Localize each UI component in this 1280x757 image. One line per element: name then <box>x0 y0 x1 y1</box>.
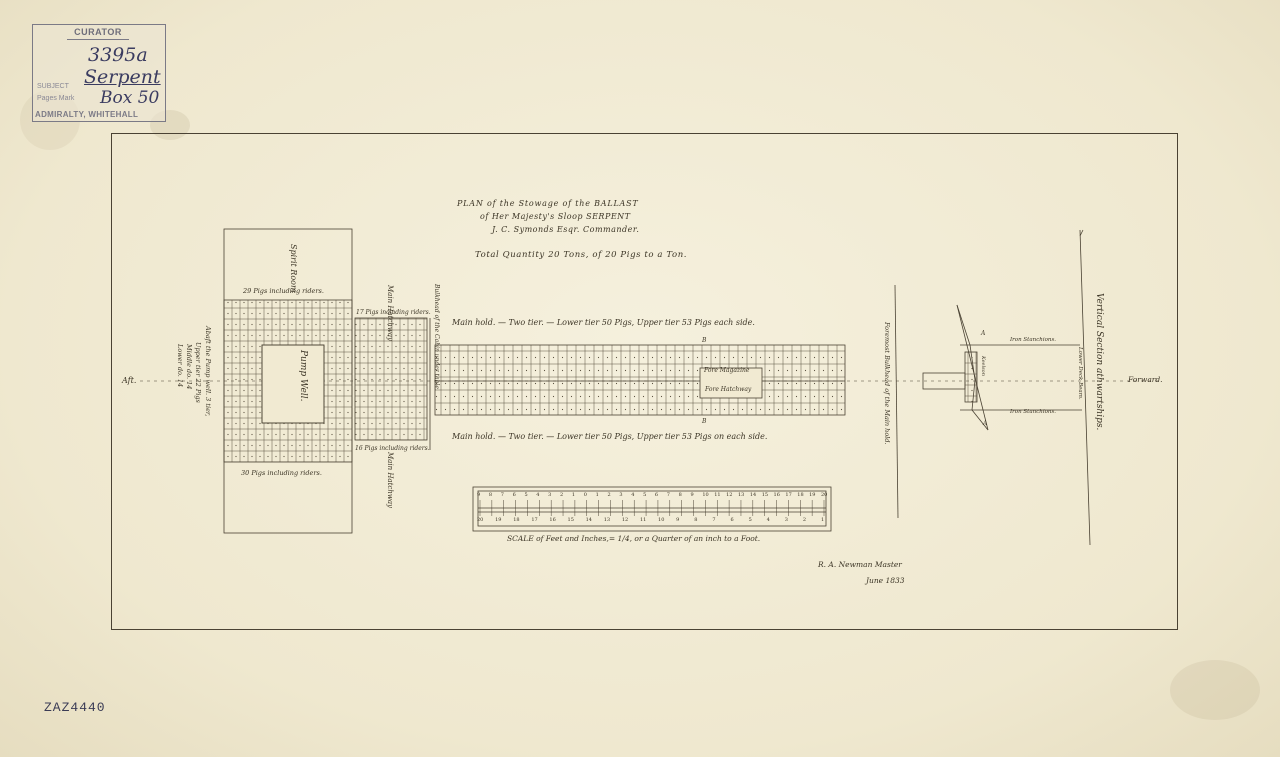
scale-top-number: 8 <box>678 492 682 498</box>
pigs-16-label: 16 Pigs including riders. <box>355 445 430 452</box>
paper-stain <box>1170 660 1260 720</box>
mark-b-main: B <box>702 418 707 425</box>
pigs-29-label: 29 Pigs including riders. <box>243 287 324 295</box>
scale-bottom-number: 8 <box>694 517 698 523</box>
scale-top-number: 9 <box>690 492 694 498</box>
scale-top-number: 9 <box>477 492 481 498</box>
scale-top-number: 16 <box>773 492 780 498</box>
scale-top-number: 20 <box>821 492 828 498</box>
aft-label: Aft. <box>122 376 137 385</box>
master-signature: R. A. Newman Master <box>818 560 902 569</box>
mark-a-top: A <box>981 330 986 337</box>
stamp-subject-label: SUBJECT <box>37 83 69 90</box>
plan-title: PLAN of the Stowage of the BALLAST <box>457 199 639 208</box>
stamp-header: CURATOR <box>67 25 129 40</box>
scale-bottom-number: 6 <box>730 517 734 523</box>
iron-stanchions-top-label: Iron Stanchions. <box>1010 337 1057 343</box>
iron-stanchions-bottom-label: Iron Stanchions. <box>1010 409 1057 415</box>
scale-top-number: 11 <box>714 492 721 498</box>
scale-top-number: 4 <box>631 492 635 498</box>
scale-top-number: 5 <box>643 492 647 498</box>
scale-top-number: 1 <box>571 492 576 498</box>
scale-bottom-number: 13 <box>603 517 611 523</box>
scale-top-number: 2 <box>607 492 611 498</box>
commander-line: J. C. Symonds Esqr. Commander. <box>492 225 640 234</box>
lower-tier-label: Lower do. 14 <box>176 344 184 388</box>
scale-bottom-number: 4 <box>766 517 770 523</box>
drawing-border <box>111 133 1178 630</box>
scale-bottom-number: 9 <box>676 517 680 523</box>
scale-top-number: 5 <box>524 492 528 498</box>
stamp-pages-label: Pages Mark <box>37 95 75 102</box>
scale-top-number: 6 <box>512 492 516 498</box>
scale-bottom-number: 20 <box>477 517 484 523</box>
main-hold-top-label: Main hold. — Two tier. — Lower tier 50 P… <box>452 318 755 327</box>
main-hatchway-top-label: Main Hatchway <box>386 285 394 341</box>
scale-bottom-number: 11 <box>639 517 647 523</box>
scale-bottom-number: 16 <box>549 517 556 523</box>
scale-bottom-number: 12 <box>621 517 629 523</box>
fore-magazine-label: Fore Magazine <box>704 367 750 374</box>
pump-well-label: Pump Well. <box>298 350 308 402</box>
scale-bottom-number: 17 <box>531 517 538 523</box>
scale-bottom-number: 14 <box>585 517 592 523</box>
scale-top-number: 7 <box>666 492 670 498</box>
scale-top-number: 18 <box>797 492 804 498</box>
scale-top-number: 15 <box>761 492 769 498</box>
abaft-pump-label: Abaft the Pump well. 3 tier, <box>204 326 212 417</box>
plan-subtitle: of Her Majesty's Sloop SERPENT <box>480 212 631 221</box>
keelson-label: Keelson <box>980 356 986 376</box>
spirit-room-label: Spirit Room <box>289 244 298 293</box>
scale-top-number: 6 <box>654 492 659 498</box>
stamp-number: 3395a <box>88 44 148 66</box>
upper-tier-label: Upper tier 22 Pigs <box>194 342 202 403</box>
scale-top-number: 3 <box>619 492 623 498</box>
scale-top-number: 7 <box>500 492 504 498</box>
scale-top-number: 10 <box>702 492 709 498</box>
mark-a-bottom: A <box>983 420 988 427</box>
scale-bottom-number: 10 <box>658 517 665 523</box>
date-label: June 1833 <box>866 576 905 585</box>
scale-top-number: 4 <box>536 492 540 498</box>
scale-bottom-number: 2 <box>802 517 807 523</box>
fore-bulkhead-label: Foremost Bulkhead of the Main hold. <box>883 322 891 445</box>
catalogue-reference: ZAZ4440 <box>44 700 106 715</box>
scale-top-number: 17 <box>785 492 792 498</box>
forward-label: Forward. <box>1128 375 1163 384</box>
middle-tier-label: Middle do. 14 <box>185 344 193 390</box>
scale-top-number: 1 <box>595 492 599 498</box>
stamp-box: Box 50 <box>100 88 160 108</box>
stamp-footer: ADMIRALTY, WHITEHALL <box>35 110 139 119</box>
scale-top-number: 3 <box>548 492 552 498</box>
scale-bottom-number: 7 <box>712 517 716 523</box>
scale-top-number: 14 <box>749 492 757 498</box>
scale-bottom-number: 3 <box>784 517 788 523</box>
scale-caption: SCALE of Feet and Inches,= 1/4, or a Qua… <box>507 534 761 543</box>
scale-bottom-number: 19 <box>495 517 502 523</box>
scale-bottom-number: 15 <box>567 517 574 523</box>
scale-bottom-number: 5 <box>748 517 752 523</box>
main-hatchway-bottom-label: Main Hatchway <box>386 452 394 508</box>
curator-stamp: CURATOR SUBJECT Pages Mark ADMIRALTY, WH… <box>32 24 166 122</box>
fore-hatchway-label: Fore Hatchway <box>705 386 752 393</box>
pigs-30-label: 30 Pigs including riders. <box>241 469 322 477</box>
cabin-bulkhead-label: Bulkhead of the Cabin under table. <box>433 284 440 391</box>
scale-bottom-number: 1 <box>821 517 825 523</box>
scale-top-number: 13 <box>737 492 745 498</box>
scale-top-number: 12 <box>726 492 733 498</box>
scale-top-number: 2 <box>560 492 564 498</box>
scale-top-number: 8 <box>488 492 493 498</box>
lower-deck-beam-label: Lower Deck Beam. <box>1077 347 1083 400</box>
pigs-17-label: 17 Pigs including riders. <box>356 309 431 316</box>
scale-top-number: 19 <box>809 492 816 498</box>
scale-bottom-number: 18 <box>513 517 520 523</box>
mark-b-top: B <box>702 337 707 344</box>
scale-top-number: 0 <box>583 492 587 498</box>
stamp-ship-name: Serpent <box>84 66 161 88</box>
vertical-section-label: Vertical Section athwartships. <box>1094 293 1104 431</box>
total-quantity: Total Quantity 20 Tons, of 20 Pigs to a … <box>475 250 688 260</box>
main-hold-bottom-label: Main hold. — Two tier. — Lower tier 50 P… <box>452 432 768 441</box>
